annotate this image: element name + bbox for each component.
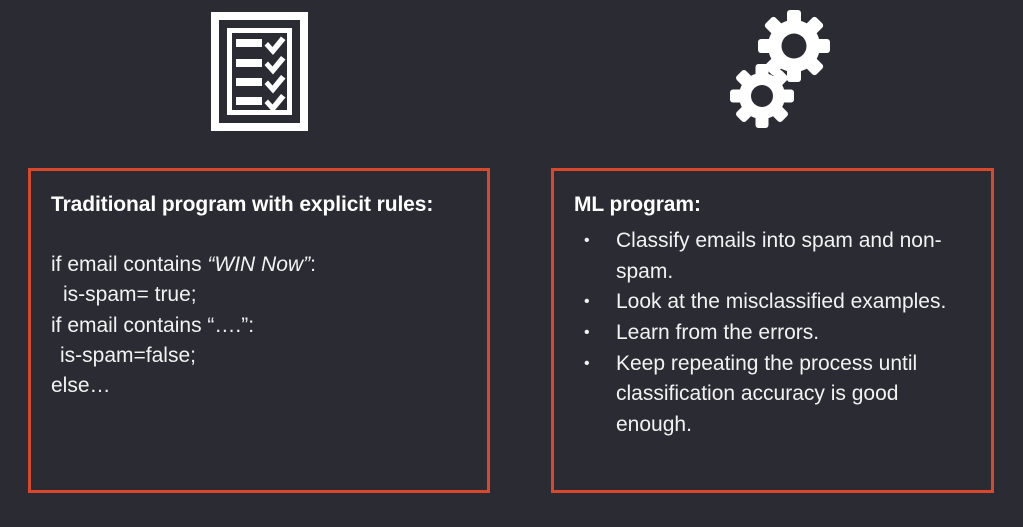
list-item: Keep repeating the process until classif… [574,349,971,441]
ml-program-bullet-list: Classify emails into spam and non-spam.L… [574,226,971,441]
code-line: is-spam=false; [51,341,467,371]
list-item: Look at the misclassified examples. [574,287,971,318]
list-item: Learn from the errors. [574,318,971,349]
traditional-program-code: if email contains “WIN Now”: is-spam= tru… [51,250,467,401]
code-line: if email contains “WIN Now”: [51,250,467,280]
list-item: Classify emails into spam and non-spam. [574,226,971,287]
code-text: : [310,253,316,277]
ml-program-panel: ML program: Classify emails into spam an… [551,168,994,493]
code-text: if email contains [51,253,208,277]
code-text: is-spam=false; [60,343,196,367]
ml-program-content: ML program: Classify emails into spam an… [554,171,991,451]
code-text: else… [51,374,111,398]
code-line: is-spam= true; [51,280,467,310]
checklist-icon [211,12,308,131]
traditional-program-title: Traditional program with explicit rules: [51,193,434,216]
code-text: is-spam= true; [63,283,197,307]
traditional-program-content: Traditional program with explicit rules:… [31,171,487,411]
code-line: if email contains “….”: [51,311,467,341]
gears-icon [722,10,840,128]
code-literal: “WIN Now” [207,253,311,277]
traditional-program-panel: Traditional program with explicit rules:… [28,168,490,493]
ml-program-title: ML program: [574,193,701,216]
code-text: if email contains “….”: [51,313,255,337]
code-line: else… [51,371,467,401]
